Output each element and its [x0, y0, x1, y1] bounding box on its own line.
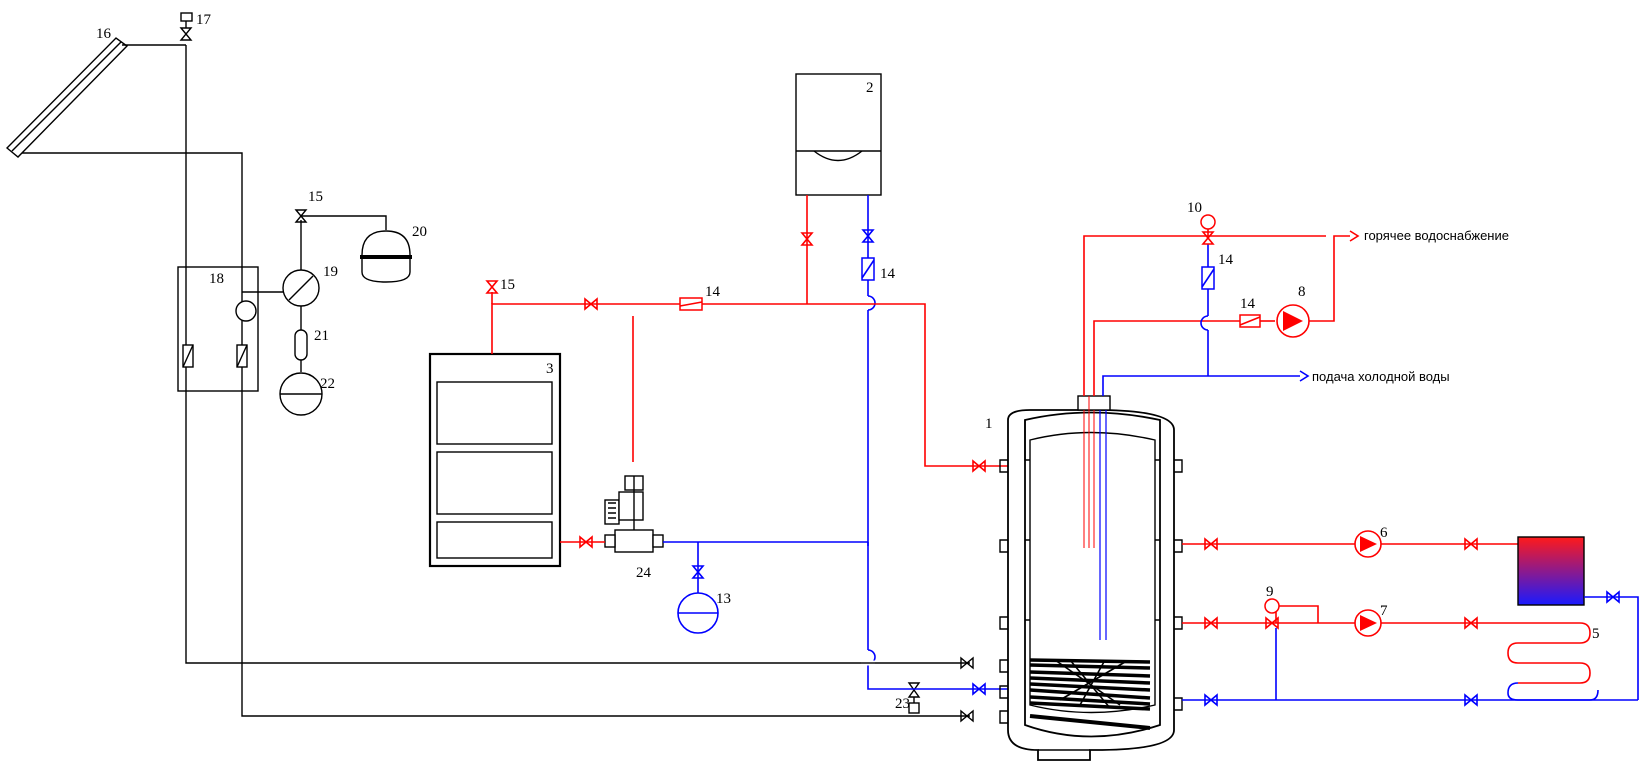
label-15-a: 15 [308, 189, 323, 205]
air-vent [179, 12, 193, 41]
underfloor-circuit [1182, 598, 1638, 707]
solar-safety-valve [294, 209, 387, 230]
label-14-b: 14 [880, 266, 896, 282]
hot-water-supply-note: горячее водоснабжение [1364, 228, 1509, 243]
label-16: 16 [96, 26, 112, 42]
circulation-pump [1276, 304, 1310, 338]
solar-collector [5, 37, 129, 158]
underfloor-pump [1354, 609, 1382, 637]
label-10: 10 [1187, 200, 1202, 216]
label-8: 8 [1298, 284, 1306, 300]
tank-coil [1029, 658, 1151, 730]
label-19: 19 [323, 264, 338, 280]
radiator [1517, 536, 1585, 606]
boiler-safety-valve [485, 280, 499, 304]
boiler-circuit [428, 73, 1008, 696]
solar-drain-vessel [279, 372, 323, 416]
label-21: 21 [314, 328, 329, 344]
number-labels: 1 2 3 5 6 7 8 9 10 13 14 14 14 14 15 15 … [96, 12, 1600, 712]
gas-boiler [795, 73, 882, 196]
label-2: 2 [866, 80, 874, 96]
label-7: 7 [1380, 603, 1388, 619]
label-22: 22 [320, 376, 335, 392]
radiator-circuit [1182, 530, 1639, 700]
label-14-a: 14 [705, 284, 721, 300]
label-14-c: 14 [1218, 252, 1234, 268]
label-23: 23 [895, 696, 910, 712]
heating-expansion-vessel [677, 592, 719, 634]
solid-fuel-boiler [428, 352, 562, 568]
mixing-unit [604, 475, 664, 553]
dhw-circuit [1083, 214, 1360, 396]
label-3: 3 [546, 361, 554, 377]
label-14-d: 14 [1240, 296, 1256, 312]
label-5: 5 [1592, 626, 1600, 642]
radiator-pump [1354, 530, 1382, 558]
solar-fitting [294, 329, 308, 361]
label-6: 6 [1380, 525, 1388, 541]
label-9: 9 [1266, 584, 1274, 600]
label-18: 18 [209, 271, 224, 287]
floor-heating-loop [1507, 622, 1599, 701]
label-17: 17 [196, 12, 212, 28]
drain-valve [907, 682, 921, 714]
label-20: 20 [412, 224, 427, 240]
label-13: 13 [716, 591, 731, 607]
solar-circuit [5, 12, 974, 723]
label-15-b: 15 [500, 277, 515, 293]
expansion-tank [360, 230, 412, 283]
solar-pump-station [177, 266, 259, 392]
label-1: 1 [985, 416, 993, 432]
solar-expansion-vessel [282, 269, 320, 307]
cold-water-supply-note: подача холодной воды [1312, 369, 1450, 384]
buffer-tank [999, 395, 1183, 761]
label-24: 24 [636, 565, 652, 581]
